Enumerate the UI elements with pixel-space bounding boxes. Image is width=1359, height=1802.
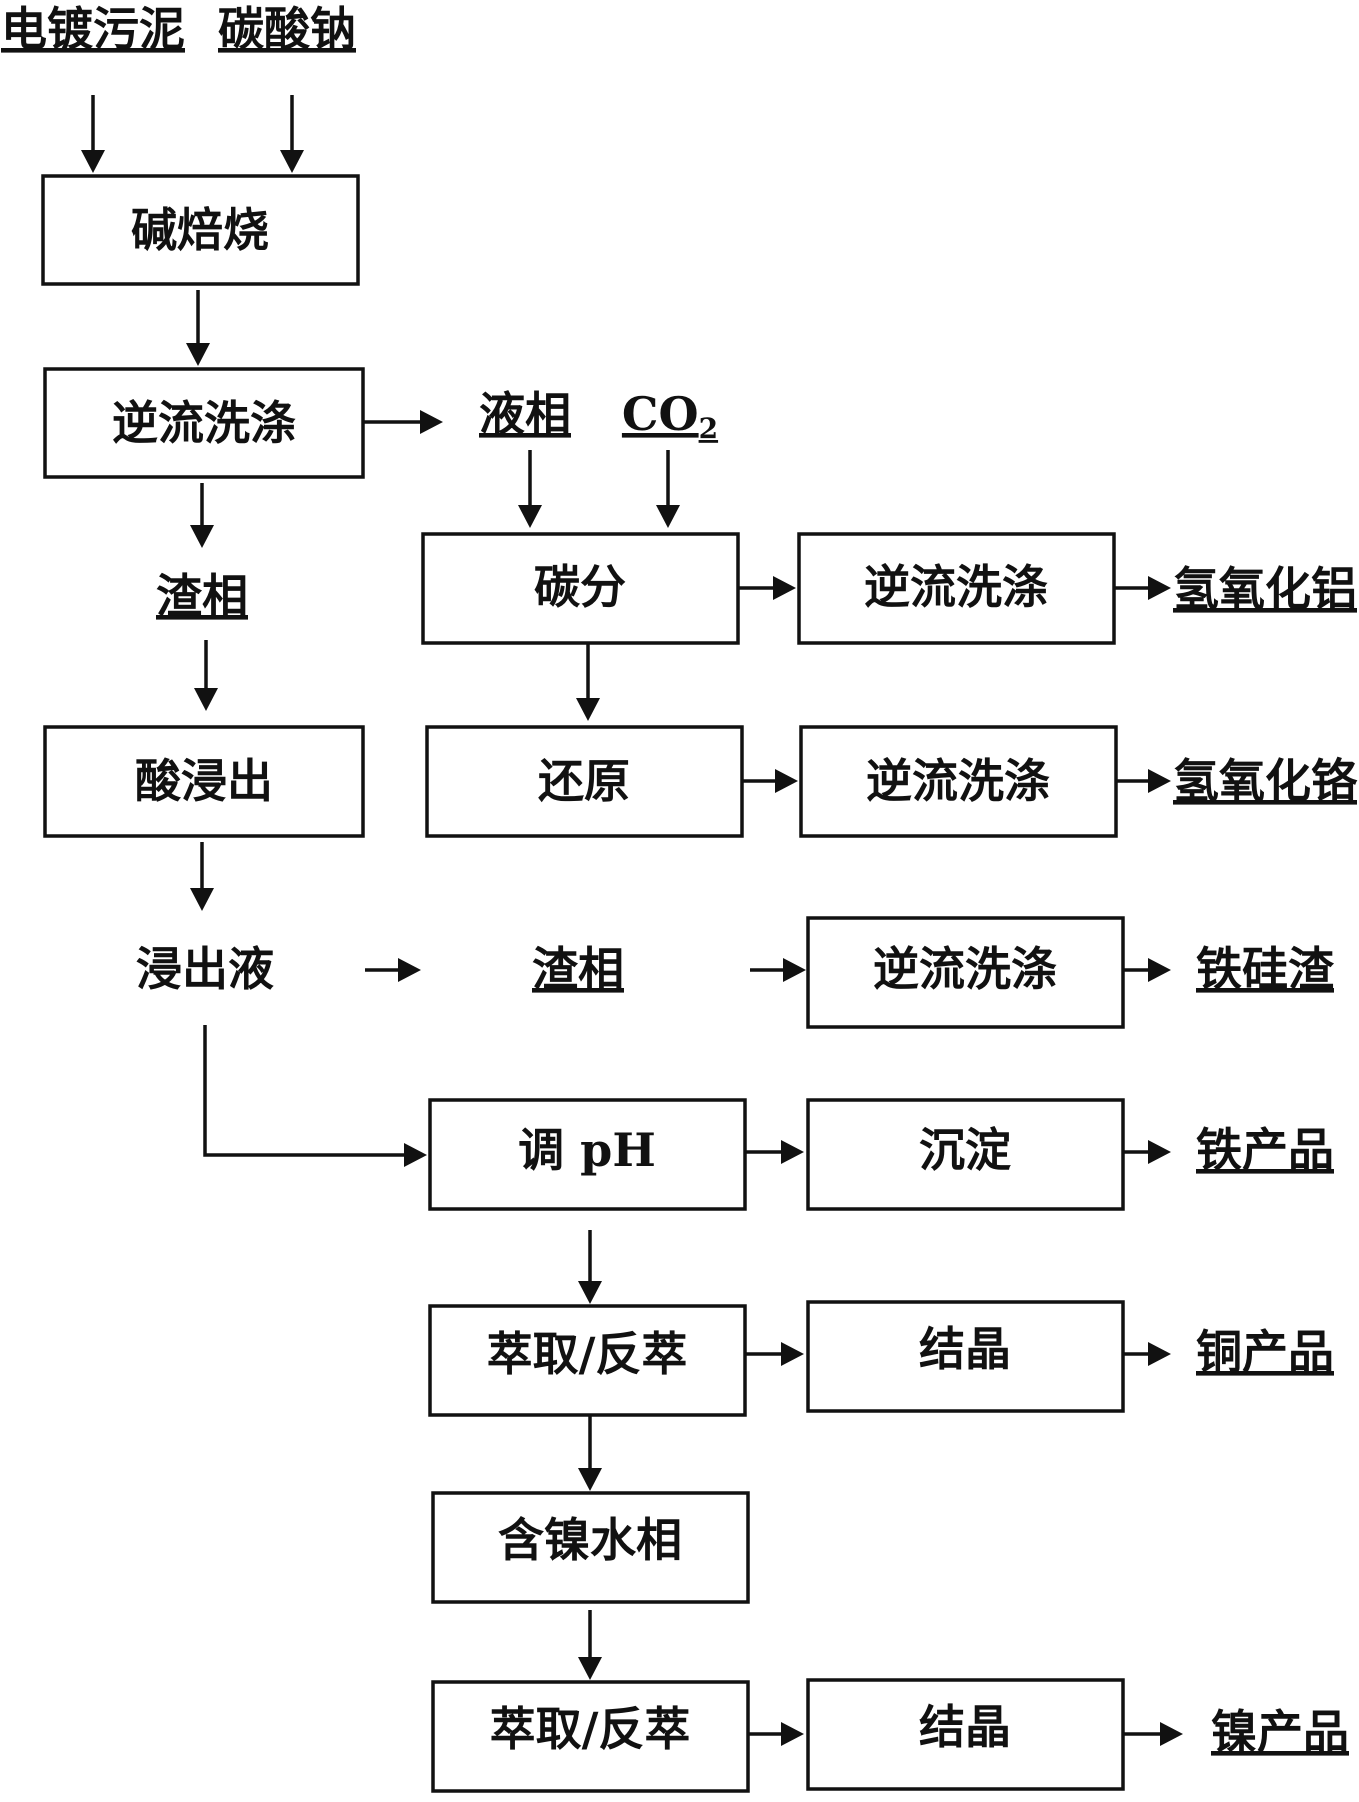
label-liquid-phase: 液相 bbox=[479, 387, 571, 441]
label-sodium-carbonate: 碳酸钠 bbox=[218, 2, 356, 56]
label-aluminum-hydroxide: 氢氧化铝 bbox=[1173, 562, 1357, 616]
box-adjust-ph bbox=[428, 1098, 747, 1211]
label-extract-2: 萃取/反萃 bbox=[490, 1702, 691, 1756]
label-co2: CO2 bbox=[622, 387, 718, 445]
label-counter-wash-al: 逆流洗涤 bbox=[864, 560, 1048, 614]
box-crystallize-cu bbox=[806, 1300, 1125, 1413]
label-ni-aqueous: 含镍水相 bbox=[498, 1513, 682, 1567]
label-nickel-product: 镍产品 bbox=[1211, 1705, 1349, 1759]
co2-subscript: 2 bbox=[699, 412, 718, 445]
label-iron-product: 铁产品 bbox=[1196, 1123, 1334, 1177]
co2-base: CO bbox=[622, 387, 699, 441]
box-extract-1 bbox=[428, 1304, 747, 1417]
label-counter-wash-cr: 逆流洗涤 bbox=[866, 754, 1050, 808]
box-counter-wash-fe bbox=[806, 916, 1125, 1029]
label-extract-1: 萃取/反萃 bbox=[487, 1327, 688, 1381]
label-crystallize-cu: 结晶 bbox=[919, 1322, 1011, 1376]
label-iron-silicon-residue: 铁硅渣 bbox=[1196, 942, 1335, 996]
label-adjust-ph: 调 pH bbox=[518, 1123, 656, 1177]
box-precipitate bbox=[806, 1098, 1125, 1211]
box-extract-2 bbox=[431, 1680, 750, 1793]
box-counter-wash-1 bbox=[43, 367, 365, 479]
box-acid-leach bbox=[43, 725, 365, 838]
label-sludge: 电镀污泥 bbox=[1, 2, 185, 56]
box-counter-wash-al bbox=[797, 532, 1116, 645]
label-alkali-roast: 碱焙烧 bbox=[131, 203, 269, 257]
connectors bbox=[91, 95, 1162, 1736]
label-counter-wash-fe: 逆流洗涤 bbox=[873, 942, 1057, 996]
box-alkali-roast bbox=[41, 174, 360, 286]
label-counter-wash-1: 逆流洗涤 bbox=[112, 396, 296, 450]
box-counter-wash-cr bbox=[799, 725, 1118, 838]
box-reduction bbox=[425, 725, 744, 838]
box-ni-aqueous bbox=[431, 1491, 750, 1604]
label-precipitate: 沉淀 bbox=[919, 1123, 1011, 1177]
label-residue-2: 渣相 bbox=[532, 942, 624, 996]
label-acid-leach: 酸浸出 bbox=[135, 754, 273, 808]
label-copper-product: 铜产品 bbox=[1196, 1325, 1334, 1379]
label-leachate: 浸出液 bbox=[136, 942, 274, 996]
label-reduction: 还原 bbox=[538, 754, 630, 808]
label-chromium-hydroxide: 氢氧化铬 bbox=[1173, 754, 1358, 808]
arrowheads bbox=[81, 150, 1183, 1746]
label-crystallize-ni: 结晶 bbox=[919, 1700, 1011, 1754]
label-residue-1: 渣相 bbox=[156, 569, 248, 623]
label-carbonation: 碳分 bbox=[534, 560, 626, 614]
